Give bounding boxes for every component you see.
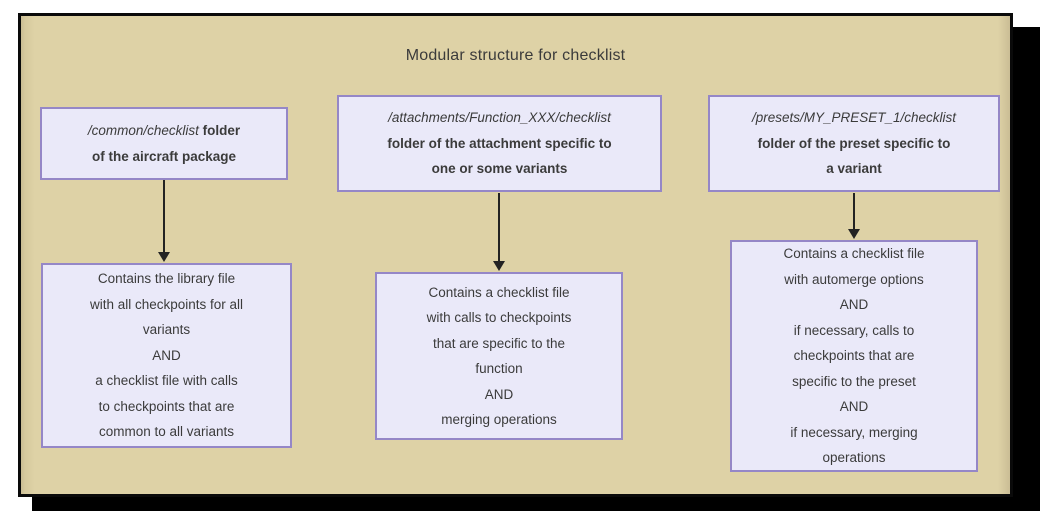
bottom-box-description: Contains a checklist file with calls to … — [426, 284, 572, 428]
arrow-head-icon — [848, 229, 860, 239]
down-arrow — [493, 193, 505, 271]
top-box-description: folder of the preset specific to a varia… — [757, 135, 951, 177]
top-box-attachments: /attachments/Function_XXX/checklist fold… — [337, 95, 662, 192]
folder-path: /attachments/Function_XXX/checklist — [388, 110, 611, 126]
folder-path-line: /attachments/Function_XXX/checklist — [345, 105, 654, 131]
top-box-description: of the aircraft package — [91, 148, 237, 164]
diagram-title: Modular structure for checklist — [405, 47, 626, 64]
down-arrow — [158, 180, 170, 262]
bottom-box-description: Contains a checklist file with automerge… — [783, 246, 925, 466]
top-box-presets: /presets/MY_PRESET_1/checklist folder of… — [708, 95, 1000, 192]
folder-path: /common/checklist — [87, 123, 199, 138]
arrow-head-icon — [493, 261, 505, 271]
arrow-line — [498, 193, 500, 261]
arrow-line — [163, 180, 165, 252]
top-box-description: folder of the attachment specific to one… — [387, 135, 612, 177]
bottom-box-description: Contains the library file with all check… — [89, 271, 244, 440]
arrow-line — [853, 193, 855, 229]
folder-path-line: /common/checklist folder — [48, 118, 280, 144]
folder-path: /presets/MY_PRESET_1/checklist — [751, 110, 957, 126]
folder-path-suffix: folder — [198, 123, 241, 138]
down-arrow — [848, 193, 860, 239]
arrow-head-icon — [158, 252, 170, 262]
top-box-common: /common/checklist folder of the aircraft… — [40, 107, 288, 180]
bottom-box-attachments: Contains a checklist file with calls to … — [375, 272, 623, 440]
bottom-box-presets: Contains a checklist file with automerge… — [730, 240, 978, 472]
folder-path-line: /presets/MY_PRESET_1/checklist — [716, 105, 992, 131]
bottom-box-common: Contains the library file with all check… — [41, 263, 292, 448]
